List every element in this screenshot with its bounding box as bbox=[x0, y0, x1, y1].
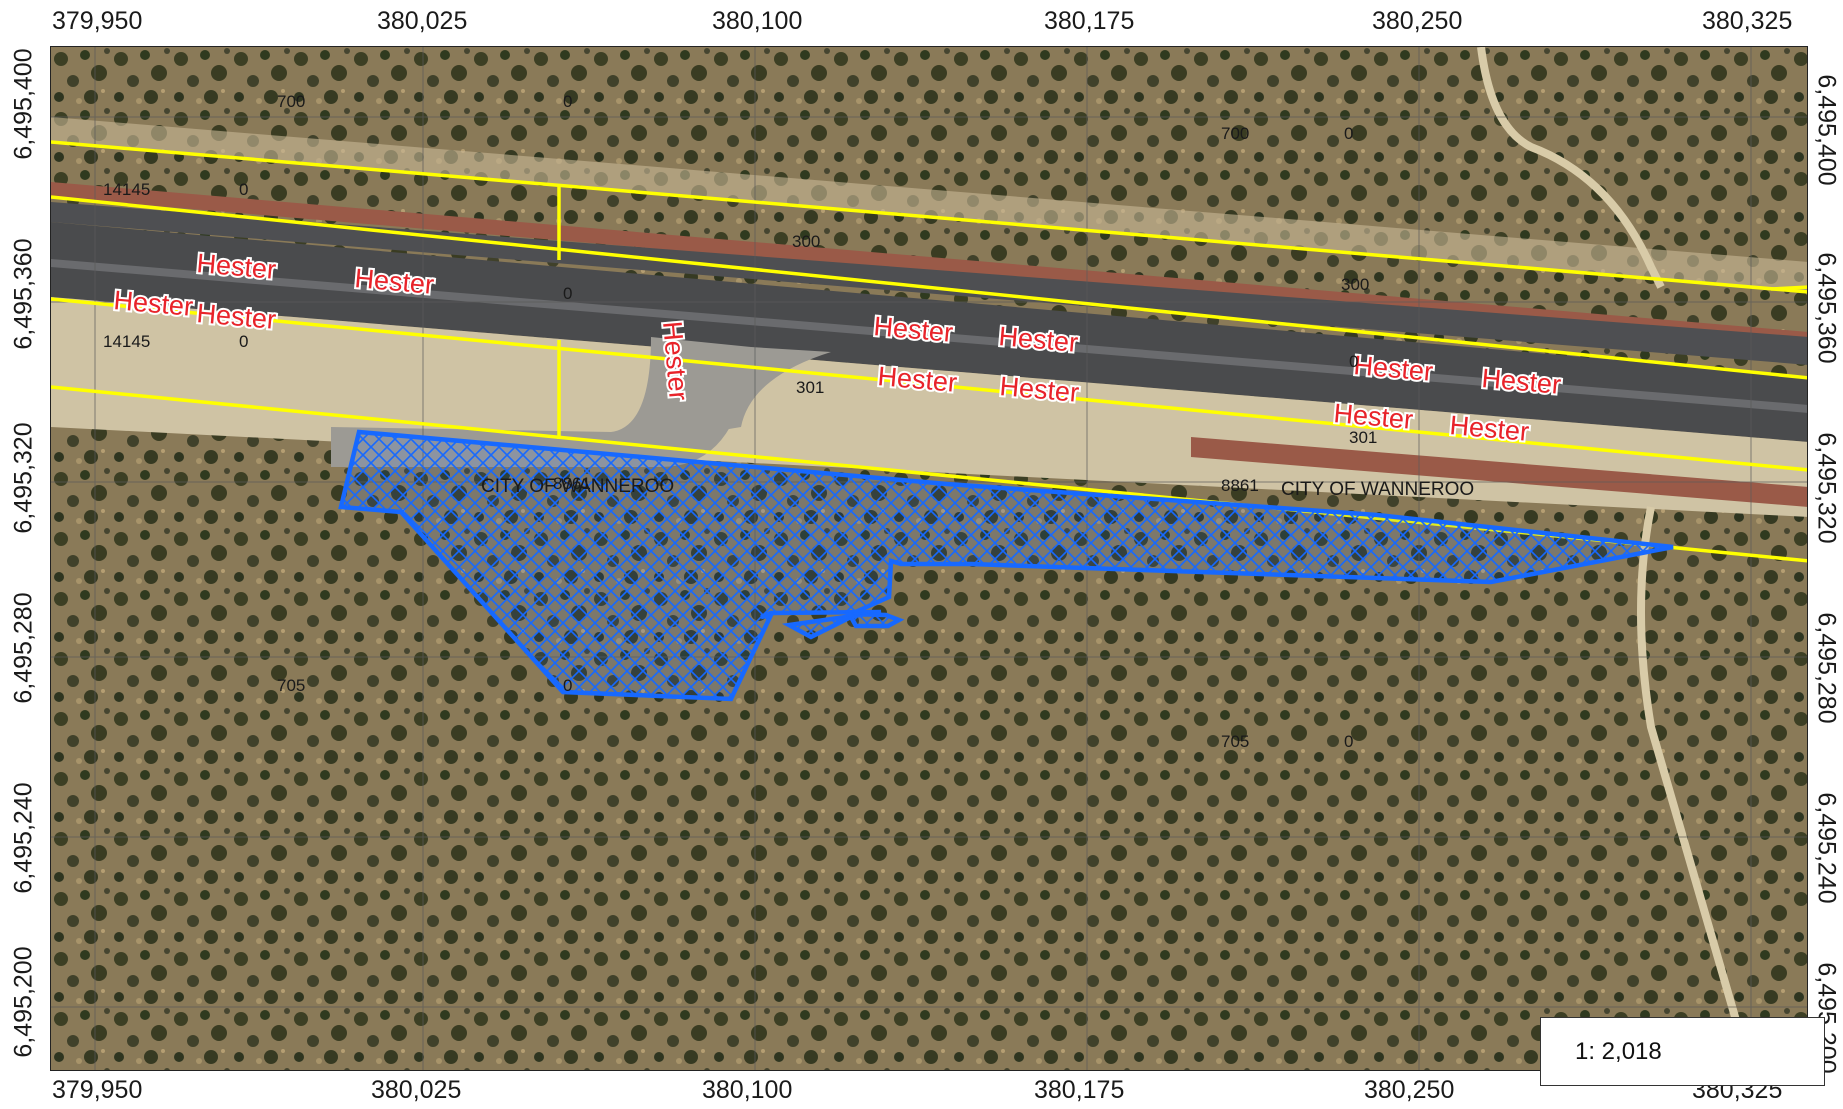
code-label-301-a: 301 bbox=[796, 378, 824, 397]
x-tick-bottom-2: 380,025 bbox=[371, 1076, 462, 1104]
x-tick-top-4: 380,175 bbox=[1044, 7, 1135, 35]
code-label-0-a: 0 bbox=[563, 92, 572, 111]
pavement-south-east bbox=[1191, 437, 1807, 507]
y-tick-right-4-text: 6,495,280 bbox=[1812, 612, 1841, 724]
x-tick-bottom-3: 380,100 bbox=[702, 1076, 793, 1104]
lot-label-east: 8861 bbox=[1221, 476, 1259, 495]
code-label-0-d: 0 bbox=[563, 284, 572, 303]
code-label-14145-a: 14145 bbox=[103, 180, 150, 199]
y-tick-right-1-text: 6,495,400 bbox=[1812, 74, 1841, 186]
attribute-labels: 700 0 700 0 14145 0 300 0 300 14145 0 0 … bbox=[103, 92, 1377, 751]
trail-north bbox=[1477, 47, 1665, 289]
y-tick-left-2-text: 6,495,360 bbox=[9, 238, 38, 350]
road-label-7: Hester bbox=[997, 321, 1079, 358]
x-tick-top-5: 380,250 bbox=[1372, 7, 1463, 35]
code-label-700-b: 700 bbox=[1221, 124, 1249, 143]
council-label-west: CITY OF WANNEROO bbox=[481, 476, 674, 497]
scale-indicator: 1: 2,018 bbox=[1540, 1017, 1825, 1086]
y-tick-left-3-text: 6,495,320 bbox=[9, 422, 38, 534]
code-label-300-a: 300 bbox=[792, 232, 820, 251]
code-label-705-b: 705 bbox=[1221, 732, 1249, 751]
lot-label-west: 8861 bbox=[553, 474, 591, 493]
y-tick-left-4-text: 6,495,280 bbox=[9, 592, 38, 704]
code-label-0-g: 0 bbox=[563, 676, 572, 695]
median-strip bbox=[51, 259, 1807, 413]
code-label-0-b: 0 bbox=[1344, 124, 1353, 143]
side-road-east bbox=[711, 347, 831, 432]
y-tick-right-3-text: 6,495,320 bbox=[1812, 432, 1841, 544]
y-tick-left-1-text: 6,495,400 bbox=[9, 48, 38, 160]
x-tick-bottom-5: 380,250 bbox=[1364, 1076, 1455, 1104]
trail-south bbox=[1637, 506, 1755, 1070]
code-label-705-a: 705 bbox=[277, 676, 305, 695]
code-label-0-c: 0 bbox=[239, 180, 248, 199]
council-label-east: CITY OF WANNEROO bbox=[1281, 479, 1474, 500]
y-tick-left-6-text: 6,495,200 bbox=[9, 946, 38, 1058]
code-label-700-a: 700 bbox=[277, 92, 305, 111]
x-tick-top-2: 380,025 bbox=[377, 7, 468, 35]
highlighted-parcel-outline bbox=[341, 432, 1673, 699]
code-label-0-h: 0 bbox=[1344, 732, 1353, 751]
y-tick-left-5-text: 6,495,240 bbox=[9, 782, 38, 894]
highlighted-parcel[interactable] bbox=[338, 429, 1674, 702]
north-verge bbox=[51, 117, 1807, 292]
y-tick-right-5-text: 6,495,240 bbox=[1812, 792, 1841, 904]
x-tick-top-6: 380,325 bbox=[1702, 7, 1793, 35]
side-road bbox=[331, 337, 751, 467]
code-label-0-f: 0 bbox=[1349, 352, 1358, 371]
map-svg: Hester Hester Hester Hester Hester Heste… bbox=[51, 47, 1807, 1070]
scale-text: 1: 2,018 bbox=[1575, 1037, 1662, 1065]
map-canvas[interactable]: Hester Hester Hester Hester Hester Heste… bbox=[50, 46, 1808, 1071]
x-tick-top-1: 379,950 bbox=[52, 7, 143, 35]
x-tick-bottom-1: 379,950 bbox=[52, 1076, 143, 1104]
council-labels: CITY OF WANNEROO 8861 CITY OF WANNEROO 8… bbox=[481, 474, 1474, 500]
y-tick-right-2-text: 6,495,360 bbox=[1812, 252, 1841, 364]
code-label-301-b: 301 bbox=[1349, 428, 1377, 447]
x-tick-top-3: 380,100 bbox=[712, 7, 803, 35]
code-label-0-e: 0 bbox=[239, 332, 248, 351]
code-label-14145-b: 14145 bbox=[103, 332, 150, 351]
code-label-300-b: 300 bbox=[1341, 275, 1369, 294]
x-tick-bottom-4: 380,175 bbox=[1034, 1076, 1125, 1104]
